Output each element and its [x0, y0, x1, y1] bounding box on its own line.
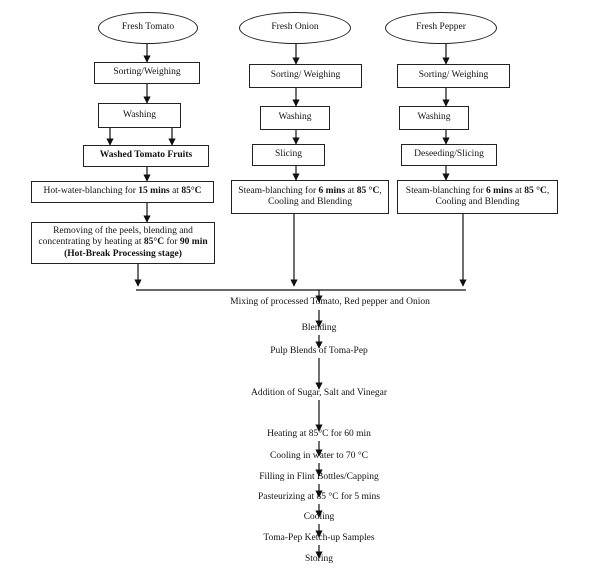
pulp-blends-step: Pulp Blends of Toma-Pep: [254, 345, 384, 358]
pepper-blanching-line1: Steam-blanching for 6 mins at 85 °C,: [406, 186, 549, 197]
tomato-peel-duration: 90 min: [179, 237, 208, 248]
pepper-sorting-node: Sorting/ Weighing: [397, 64, 510, 88]
tomato-peel-line2-text: concentrating by heating at: [38, 237, 144, 248]
tomato-blanching-label: Hot-water-blanching for 15 mins at 85°C: [44, 186, 202, 197]
pepper-blanching-node: Steam-blanching for 6 mins at 85 °C, Coo…: [397, 180, 558, 214]
fresh-pepper-node: Fresh Pepper: [385, 12, 497, 44]
tomato-blanching-node: Hot-water-blanching for 15 mins at 85°C: [31, 181, 214, 203]
pepper-washing-label: Washing: [417, 112, 451, 123]
tomato-sorting-node: Sorting/Weighing: [94, 62, 200, 84]
filling-step: Filling in Flint Bottles/Capping: [254, 472, 384, 484]
onion-blanching-comma: ,: [379, 185, 382, 196]
mixing-label: Mixing of processed Tomato, Red pepper a…: [230, 297, 430, 308]
tomato-blanching-duration: 15 mins: [138, 186, 170, 197]
cooling-label: Cooling: [303, 512, 335, 523]
onion-blanching-node: Steam-blanching for 6 mins at 85 °C, Coo…: [231, 180, 389, 214]
tomato-blanching-at: at: [169, 186, 182, 197]
pulp-blends-label: Pulp Blends of Toma-Pep: [270, 345, 368, 356]
onion-blanching-text: Steam-blanching for: [238, 185, 319, 196]
blending-step: Blending: [289, 322, 349, 335]
pepper-blanching-text: Steam-blanching for: [405, 185, 486, 196]
filling-label: Filling in Flint Bottles/Capping: [259, 472, 379, 483]
pasteurizing-step: Pasteurizing at 85 °C for 5 mins: [252, 492, 386, 504]
washed-tomato-fruits-node: Washed Tomato Fruits: [83, 145, 209, 167]
addition-label: Addition of Sugar, Salt and Vinegar: [250, 387, 388, 398]
pasteurizing-label: Pasteurizing at 85 °C for 5 mins: [257, 492, 380, 503]
onion-blanching-at: at: [345, 185, 357, 196]
pepper-blanching-at: at: [512, 185, 525, 196]
pepper-deseeding-node: Deseeding/Slicing: [401, 144, 497, 166]
onion-sorting-label: Sorting/ Weighing: [270, 70, 341, 81]
onion-blanching-temp: 85 °C: [356, 185, 380, 196]
ketchup-samples-step: Toma-Pep Ketch-up Samples: [259, 533, 379, 545]
addition-step: Addition of Sugar, Salt and Vinegar: [246, 387, 392, 400]
onion-washing-node: Washing: [260, 106, 330, 130]
heating-step: Heating at 85°C for 60 min: [262, 429, 376, 441]
ketchup-samples-label: Toma-Pep Ketch-up Samples: [263, 533, 375, 544]
pepper-sorting-label: Sorting/ Weighing: [418, 70, 489, 81]
fresh-tomato-node: Fresh Tomato: [98, 12, 198, 44]
pepper-blanching-comma: ,: [546, 185, 550, 196]
tomato-peel-line1: Removing of the peels, blending and: [53, 226, 193, 237]
tomato-sorting-label: Sorting/Weighing: [113, 67, 181, 78]
onion-blanching-duration: 6 mins: [318, 185, 346, 196]
washed-tomato-fruits-label: Washed Tomato Fruits: [99, 150, 193, 161]
tomato-peel-temp: 85°C: [143, 237, 165, 248]
storing-step: Storing: [294, 554, 344, 566]
onion-washing-label: Washing: [278, 112, 312, 123]
blending-label: Blending: [301, 322, 337, 333]
tomato-peel-for: for: [164, 237, 180, 248]
pepper-blanching-duration: 6 mins: [486, 185, 513, 196]
tomato-peel-line2: concentrating by heating at 85°C for 90 …: [38, 237, 207, 248]
tomato-blanching-text: Hot-water-blanching for: [43, 186, 139, 197]
tomato-washing-label: Washing: [122, 109, 156, 120]
cooling-water-step: Cooling in water to 70 °C: [264, 451, 374, 463]
onion-blanching-line2: Cooling and Blending: [268, 197, 352, 207]
pepper-washing-node: Washing: [399, 106, 469, 130]
pepper-blanching-temp: 85 °C: [524, 185, 547, 196]
pepper-deseeding-label: Deseeding/Slicing: [414, 149, 484, 160]
fresh-onion-node: Fresh Onion: [239, 12, 351, 44]
onion-slicing-label: Slicing: [275, 149, 302, 160]
pepper-blanching-line2: Cooling and Blending: [435, 197, 520, 207]
onion-slicing-node: Slicing: [252, 144, 325, 166]
tomato-peel-line3: (Hot-Break Processing stage): [64, 248, 182, 259]
cooling-step: Cooling: [294, 512, 344, 524]
fresh-pepper-label: Fresh Pepper: [416, 22, 466, 33]
tomato-hot-break-node: Removing of the peels, blending and conc…: [31, 222, 215, 264]
fresh-onion-label: Fresh Onion: [271, 22, 319, 33]
cooling-water-label: Cooling in water to 70 °C: [269, 451, 368, 462]
fresh-tomato-label: Fresh Tomato: [121, 22, 175, 33]
tomato-washing-node: Washing: [98, 103, 181, 128]
tomato-blanching-temp: 85°C: [181, 186, 202, 197]
onion-blanching-line1: Steam-blanching for 6 mins at 85 °C,: [238, 186, 381, 197]
mixing-step: Mixing of processed Tomato, Red pepper a…: [200, 296, 460, 310]
onion-sorting-node: Sorting/ Weighing: [249, 64, 362, 88]
storing-label: Storing: [305, 554, 333, 565]
heating-label: Heating at 85°C for 60 min: [267, 429, 371, 440]
